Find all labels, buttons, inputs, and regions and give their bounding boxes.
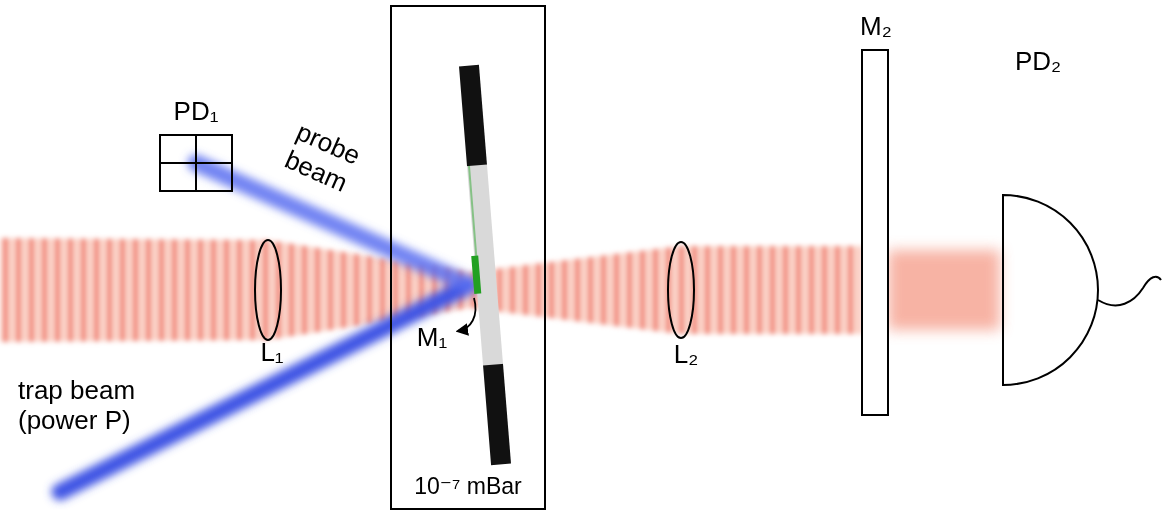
vacuum-chamber: 10⁻⁷ mBar (390, 5, 546, 510)
lens-label: L₁ (260, 338, 283, 368)
mirror (862, 50, 888, 415)
beam-label: trap beam (power P) (18, 376, 158, 436)
probe-beam (60, 163, 470, 492)
pressure-label: 10⁻⁷ mBar (392, 473, 544, 500)
lens-label: L₂ (674, 340, 699, 370)
detector-label: PD₂ (1015, 47, 1061, 77)
membrane-mirror (456, 65, 511, 466)
signal-wire (1098, 277, 1161, 306)
leader-arrow (458, 298, 476, 331)
lens (255, 240, 281, 340)
quadrant-photodiode (160, 135, 232, 191)
transmitted-beam (888, 250, 1000, 330)
photodiode (1003, 195, 1098, 385)
detector-label: PD₁ (174, 97, 219, 127)
mirror-label: M₂ (860, 12, 892, 42)
lens (668, 242, 694, 338)
mirror-label: M₁ (417, 323, 447, 353)
beam-label: probe beam (277, 116, 367, 200)
